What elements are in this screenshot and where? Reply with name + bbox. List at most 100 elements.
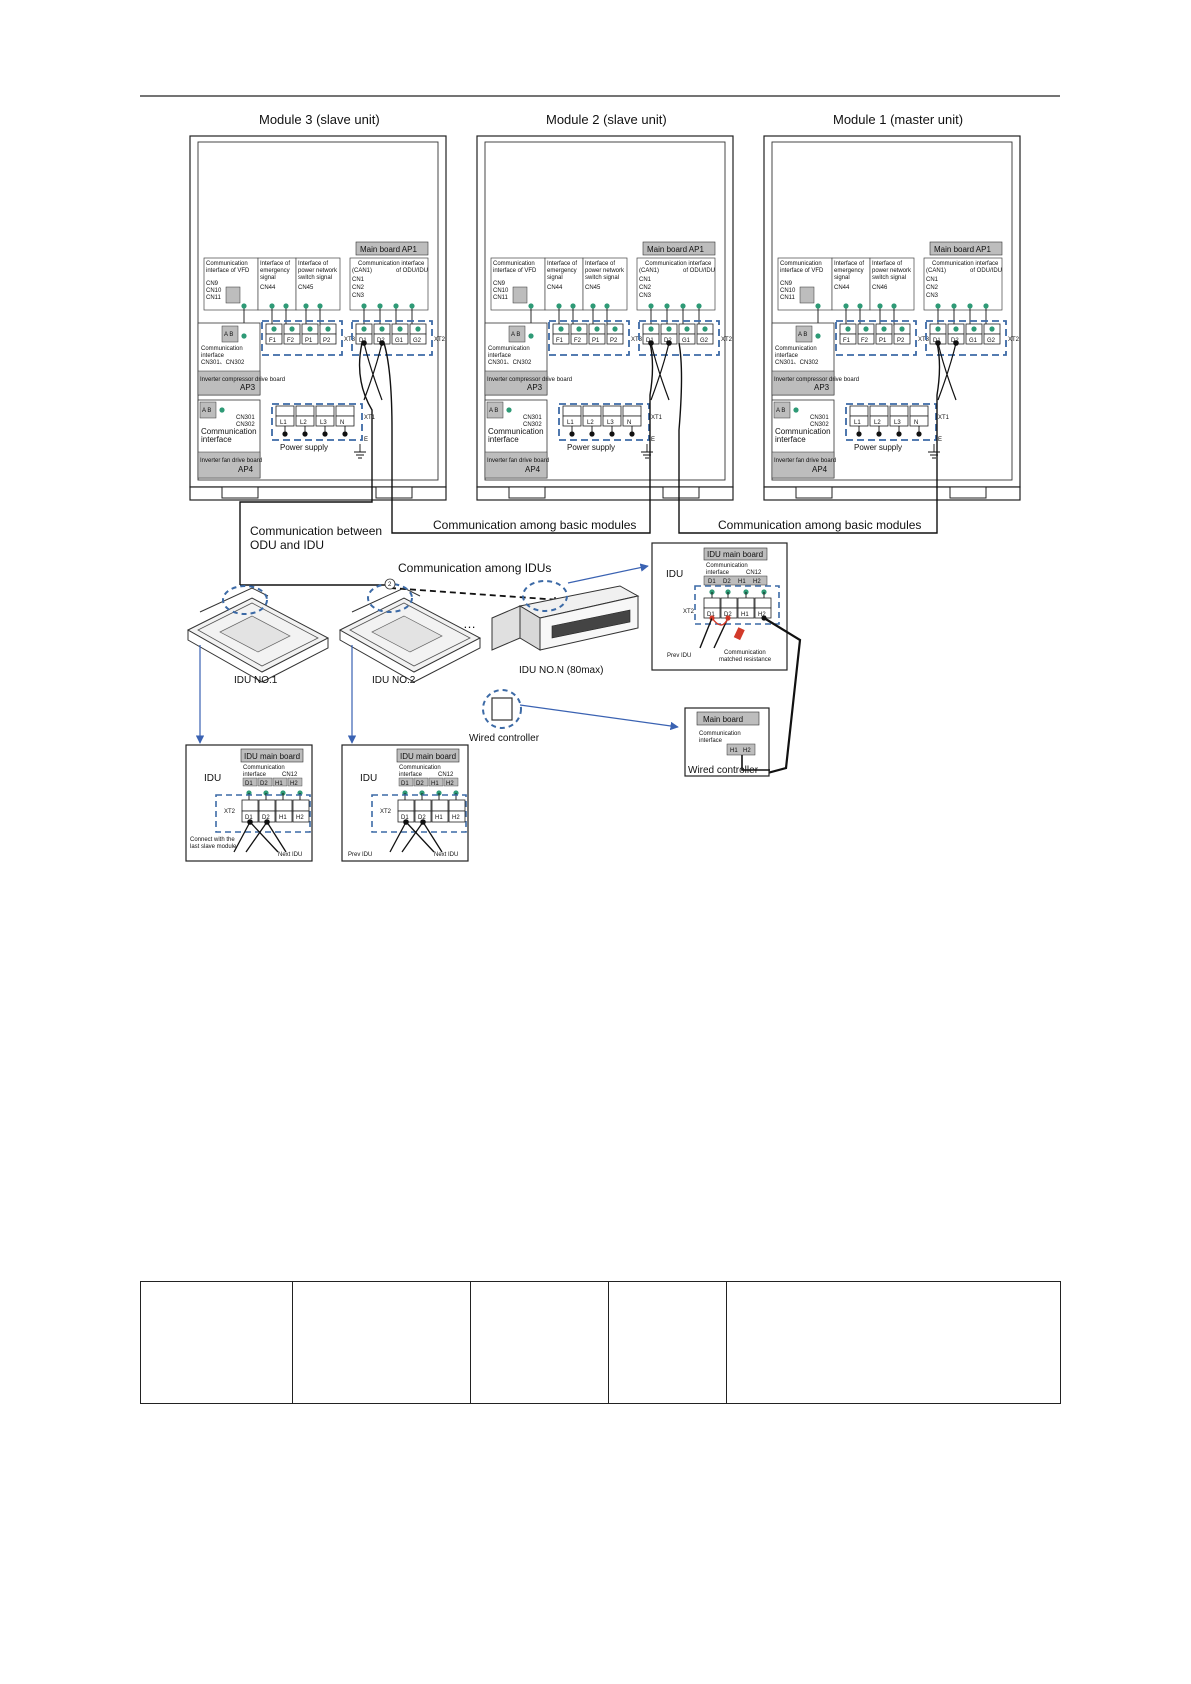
wired-controller-box: Main board Communication interface H1 H2… bbox=[684, 707, 770, 777]
idu-right-board: IDU main board bbox=[707, 550, 763, 559]
idu-detail-right-note: Next IDU bbox=[434, 852, 458, 858]
emergency-text: signal bbox=[547, 275, 563, 281]
idu-no2-label: IDU NO.2 bbox=[372, 675, 416, 686]
xt1-label: XT1 bbox=[938, 415, 950, 421]
ellipsis: … bbox=[463, 616, 476, 631]
power-switch-text: Interface of bbox=[585, 261, 615, 267]
idu-detail-cn: CN12 bbox=[438, 772, 454, 778]
xt3-terminal: P1 bbox=[592, 338, 600, 344]
ap3-tag: AP3 bbox=[814, 383, 830, 392]
power-supply-label: Power supply bbox=[567, 443, 615, 452]
xt1-terminal: N bbox=[340, 420, 344, 426]
vfd-text: interface of VFD bbox=[780, 268, 824, 274]
circle-number: 2 bbox=[388, 582, 392, 588]
emergency-text: Interface of bbox=[834, 261, 864, 267]
vfd-text: CN11 bbox=[206, 295, 222, 301]
idu-no1-cassette bbox=[186, 585, 330, 683]
ap3-text: Communication bbox=[775, 346, 817, 352]
idu-detail-left-note: last slave module bbox=[190, 844, 237, 850]
mainboard-label: Main board AP1 bbox=[647, 245, 704, 254]
table-cell bbox=[726, 1281, 1061, 1404]
xt1-terminal: L1 bbox=[567, 420, 574, 426]
idu-detail-comm: interface bbox=[243, 772, 267, 778]
xt1-terminal: L2 bbox=[874, 420, 881, 426]
xt2-label: XT2 bbox=[434, 337, 446, 343]
table-cell bbox=[608, 1281, 727, 1404]
comm-odu-text: CN2 bbox=[926, 285, 939, 291]
power-switch-text: switch signal bbox=[298, 275, 332, 281]
idu-right-bottom-terminal: D2 bbox=[724, 612, 732, 618]
emergency-text: CN44 bbox=[260, 285, 276, 291]
comm-idus-label: Communication among IDUs bbox=[398, 561, 551, 575]
module-2: Module 2 (slave unit) Main board AP1Commu… bbox=[476, 112, 734, 501]
ab-label: A B bbox=[511, 332, 520, 338]
xt3-label: XT3 bbox=[631, 337, 643, 343]
controller-link-wire bbox=[759, 617, 802, 777]
xt3-label: XT3 bbox=[344, 337, 356, 343]
table-cell bbox=[470, 1281, 609, 1404]
power-switch-text: power network bbox=[585, 268, 625, 274]
vfd-text: Communication bbox=[206, 261, 248, 267]
xt1-terminal: L1 bbox=[854, 420, 861, 426]
ab-label: A B bbox=[224, 332, 233, 338]
wired-controller-label: Wired controller bbox=[469, 733, 540, 744]
xt1-label: XT1 bbox=[364, 415, 376, 421]
idu-detail-bottom-terminal: H2 bbox=[452, 815, 460, 821]
idu-detail-left-note: Prev IDU bbox=[348, 852, 372, 858]
comm-odu-text: (CAN1) bbox=[352, 268, 372, 274]
ap3-text: CN301、CN302 bbox=[775, 360, 819, 366]
power-supply-label: Power supply bbox=[280, 443, 328, 452]
wired-controller-device bbox=[482, 689, 522, 729]
xt3-terminal: F2 bbox=[574, 338, 582, 344]
module-communication-wires bbox=[239, 342, 941, 585]
module-title: Module 3 (slave unit) bbox=[259, 112, 380, 127]
power-switch-text: Interface of bbox=[872, 261, 902, 267]
ap3-label: Inverter compressor drive board bbox=[774, 377, 859, 383]
ap4-tag: AP4 bbox=[525, 465, 541, 474]
xt2-terminal: G2 bbox=[413, 338, 422, 344]
xt2-terminal: G1 bbox=[969, 338, 978, 344]
ap4-text: Communication bbox=[488, 427, 544, 436]
vfd-text: CN10 bbox=[493, 288, 509, 294]
ap3-text: interface bbox=[775, 353, 799, 359]
comm-odu-text: Communication interface bbox=[358, 261, 425, 267]
xt3-terminal: P1 bbox=[305, 338, 313, 344]
ap3-text: Communication bbox=[201, 346, 243, 352]
ab-label: A B bbox=[202, 408, 211, 414]
power-switch-text: CN45 bbox=[298, 285, 314, 291]
xt2-terminal: G1 bbox=[395, 338, 404, 344]
outdoor-modules: Module 3 (slave unit) Main board AP1Commu… bbox=[189, 112, 1021, 501]
idu-detail-right-note: Next IDU bbox=[278, 852, 302, 858]
data-table bbox=[140, 1281, 1061, 1404]
emergency-text: CN44 bbox=[547, 285, 563, 291]
comm-odu-text: (CAN1) bbox=[639, 268, 659, 274]
idu-detail-title: IDU bbox=[360, 773, 377, 784]
ap4-text: CN301 bbox=[810, 415, 829, 421]
ap3-text: CN301、CN302 bbox=[201, 360, 245, 366]
vfd-text: CN11 bbox=[780, 295, 796, 301]
idu-right-comm-1: Communication bbox=[706, 563, 748, 569]
comm-odu-text: of ODU/IDU bbox=[970, 268, 1002, 274]
ap3-text: interface bbox=[488, 353, 512, 359]
comm-odu-text: CN2 bbox=[352, 285, 365, 291]
idu-right-bottom-terminal: H2 bbox=[758, 612, 766, 618]
power-supply-label: Power supply bbox=[854, 443, 902, 452]
xt2-terminal: G2 bbox=[700, 338, 709, 344]
vfd-text: Communication bbox=[493, 261, 535, 267]
ap4-text: Communication bbox=[775, 427, 831, 436]
idu-right-comm-2: interface bbox=[706, 570, 730, 576]
idu-detail-top-terminal: H2 bbox=[446, 781, 454, 787]
comm-modules-label-b: Communication among basic modules bbox=[718, 518, 921, 532]
ap3-text: Communication bbox=[488, 346, 530, 352]
wired-box-h2: H2 bbox=[743, 748, 751, 754]
idu-right-resist-1: Communication bbox=[724, 650, 766, 656]
idu-right-top-terminal: H2 bbox=[753, 579, 761, 585]
module-title: Module 2 (slave unit) bbox=[546, 112, 667, 127]
ap4-tag: AP4 bbox=[812, 465, 828, 474]
xt1-terminal: L3 bbox=[320, 420, 327, 426]
idu-detail-bottom-terminal: H1 bbox=[435, 815, 443, 821]
xt1-terminal: L3 bbox=[607, 420, 614, 426]
ap4-text: CN302 bbox=[236, 422, 255, 428]
